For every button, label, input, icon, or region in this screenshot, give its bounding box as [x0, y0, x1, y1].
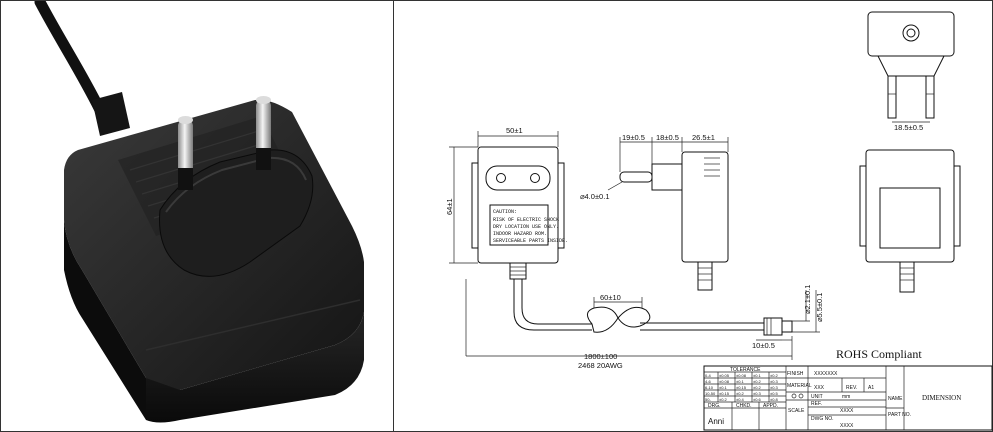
svg-text:DRY LOCATION USE ONLY.: DRY LOCATION USE ONLY. — [493, 224, 559, 230]
svg-text:±0.1: ±0.1 — [736, 379, 745, 384]
svg-text:±0.3: ±0.3 — [770, 385, 779, 390]
svg-text:Anni: Anni — [708, 417, 724, 426]
svg-text:±0.2: ±0.2 — [719, 397, 728, 402]
svg-text:CAUTION:: CAUTION: — [493, 209, 517, 215]
svg-text:±0.5: ±0.5 — [770, 391, 779, 396]
svg-text:XXXX: XXXX — [840, 423, 854, 429]
svg-text:DRG.: DRG. — [708, 403, 721, 409]
cable — [34, 0, 106, 116]
dim-inner-diameter: ⌀2.1±0.1 — [803, 285, 812, 314]
svg-text:REV.: REV. — [846, 385, 857, 391]
svg-text:XXXXXXX: XXXXXXX — [814, 371, 838, 377]
cable-spec: 2468 20AWG — [578, 361, 623, 370]
svg-text:±0.08: ±0.08 — [736, 373, 747, 378]
svg-text:SERVICEABLE PARTS INSIDE.: SERVICEABLE PARTS INSIDE. — [493, 238, 568, 244]
rohs-compliant: ROHS Compliant — [836, 347, 922, 361]
svg-text:10-50: 10-50 — [705, 391, 716, 396]
svg-text:NAME: NAME — [888, 396, 903, 402]
svg-text:INDOOR HAZARD ROM.: INDOOR HAZARD ROM. — [493, 231, 547, 237]
svg-text:MATERIAL: MATERIAL — [787, 383, 812, 389]
dim-body-depth: 26.5±1 — [692, 133, 715, 142]
svg-text:APPD.: APPD. — [763, 403, 778, 409]
svg-text:DWG NO.: DWG NO. — [811, 416, 834, 422]
svg-text:SCALE: SCALE — [788, 408, 805, 414]
svg-text:50-: 50- — [705, 397, 711, 402]
svg-text:REF.: REF. — [811, 401, 822, 407]
svg-text:XXX: XXX — [814, 385, 825, 391]
svg-text:±0.3: ±0.3 — [753, 391, 762, 396]
dim-plug-depth: 18±0.5 — [656, 133, 679, 142]
svg-text:A1: A1 — [868, 385, 874, 391]
svg-text:UNIT: UNIT — [811, 394, 823, 400]
svg-text:6-10: 6-10 — [705, 385, 714, 390]
svg-text:CHKD.: CHKD. — [736, 403, 752, 409]
svg-text:±0.1: ±0.1 — [719, 385, 728, 390]
svg-text:±0.15: ±0.15 — [719, 391, 730, 396]
svg-text:0-4: 0-4 — [705, 373, 712, 378]
svg-text:±0.2: ±0.2 — [736, 391, 745, 396]
technical-drawing: CAUTION: RISK OF ELECTRIC SHOCK DRY LOCA… — [445, 11, 993, 431]
panel-divider — [393, 0, 394, 432]
svg-text:mm: mm — [842, 394, 850, 400]
svg-text:PART NO.: PART NO. — [888, 412, 911, 418]
dim-cable-length: 1800±100 — [584, 352, 617, 361]
title-block: TOLERANCE 0-4 ±0.05 ±0.08 ±0.1 ±0.2 4-6 — [703, 365, 993, 431]
svg-text:RISK OF ELECTRIC SHOCK: RISK OF ELECTRIC SHOCK — [493, 217, 559, 223]
svg-text:±0.2: ±0.2 — [753, 379, 762, 384]
dim-pin-diameter: ⌀4.0±0.1 — [580, 192, 609, 201]
svg-text:±0.1: ±0.1 — [753, 373, 762, 378]
svg-text:4-6: 4-6 — [705, 379, 712, 384]
dim-strain-relief: 60±10 — [600, 293, 621, 302]
end-view: 18.5±0.5 — [867, 11, 955, 132]
front-view: CAUTION: RISK OF ELECTRIC SHOCK DRY LOCA… — [445, 126, 568, 280]
svg-text:DIMENSION: DIMENSION — [922, 394, 961, 402]
dim-height: 64±1 — [445, 198, 454, 215]
svg-text:±0.8: ±0.8 — [770, 397, 779, 402]
caution-label: CAUTION: RISK OF ELECTRIC SHOCK DRY LOCA… — [493, 209, 568, 244]
svg-text:FINISH: FINISH — [787, 371, 804, 377]
svg-text:±0.2: ±0.2 — [770, 373, 779, 378]
svg-text:±0.3: ±0.3 — [770, 379, 779, 384]
adapter-photo — [0, 0, 393, 432]
svg-text:±0.2: ±0.2 — [753, 385, 762, 390]
svg-text:XXXX: XXXX — [840, 408, 854, 414]
svg-text:±0.05: ±0.05 — [719, 373, 730, 378]
side-view: 19±0.5 18±0.5 26.5±1 ⌀4.0±0.1 — [580, 133, 729, 291]
svg-text:TOLERANCE: TOLERANCE — [730, 367, 761, 373]
dim-width: 50±1 — [506, 126, 523, 135]
dim-pin-length: 19±0.5 — [622, 133, 645, 142]
dim-outer-diameter: ⌀5.5±0.1 — [815, 293, 824, 322]
dim-pin-spacing: 18.5±0.5 — [894, 123, 923, 132]
back-view — [859, 149, 961, 293]
svg-text:±0.15: ±0.15 — [736, 385, 747, 390]
cable-drawing: 60±10 1800±100 2468 20AWG 10±0.5 ⌀2.1±0.… — [465, 279, 824, 370]
svg-text:±0.08: ±0.08 — [719, 379, 730, 384]
svg-text:±0.4: ±0.4 — [736, 397, 745, 402]
dim-barrel-length: 10±0.5 — [752, 341, 775, 350]
svg-text:±0.6: ±0.6 — [753, 397, 762, 402]
